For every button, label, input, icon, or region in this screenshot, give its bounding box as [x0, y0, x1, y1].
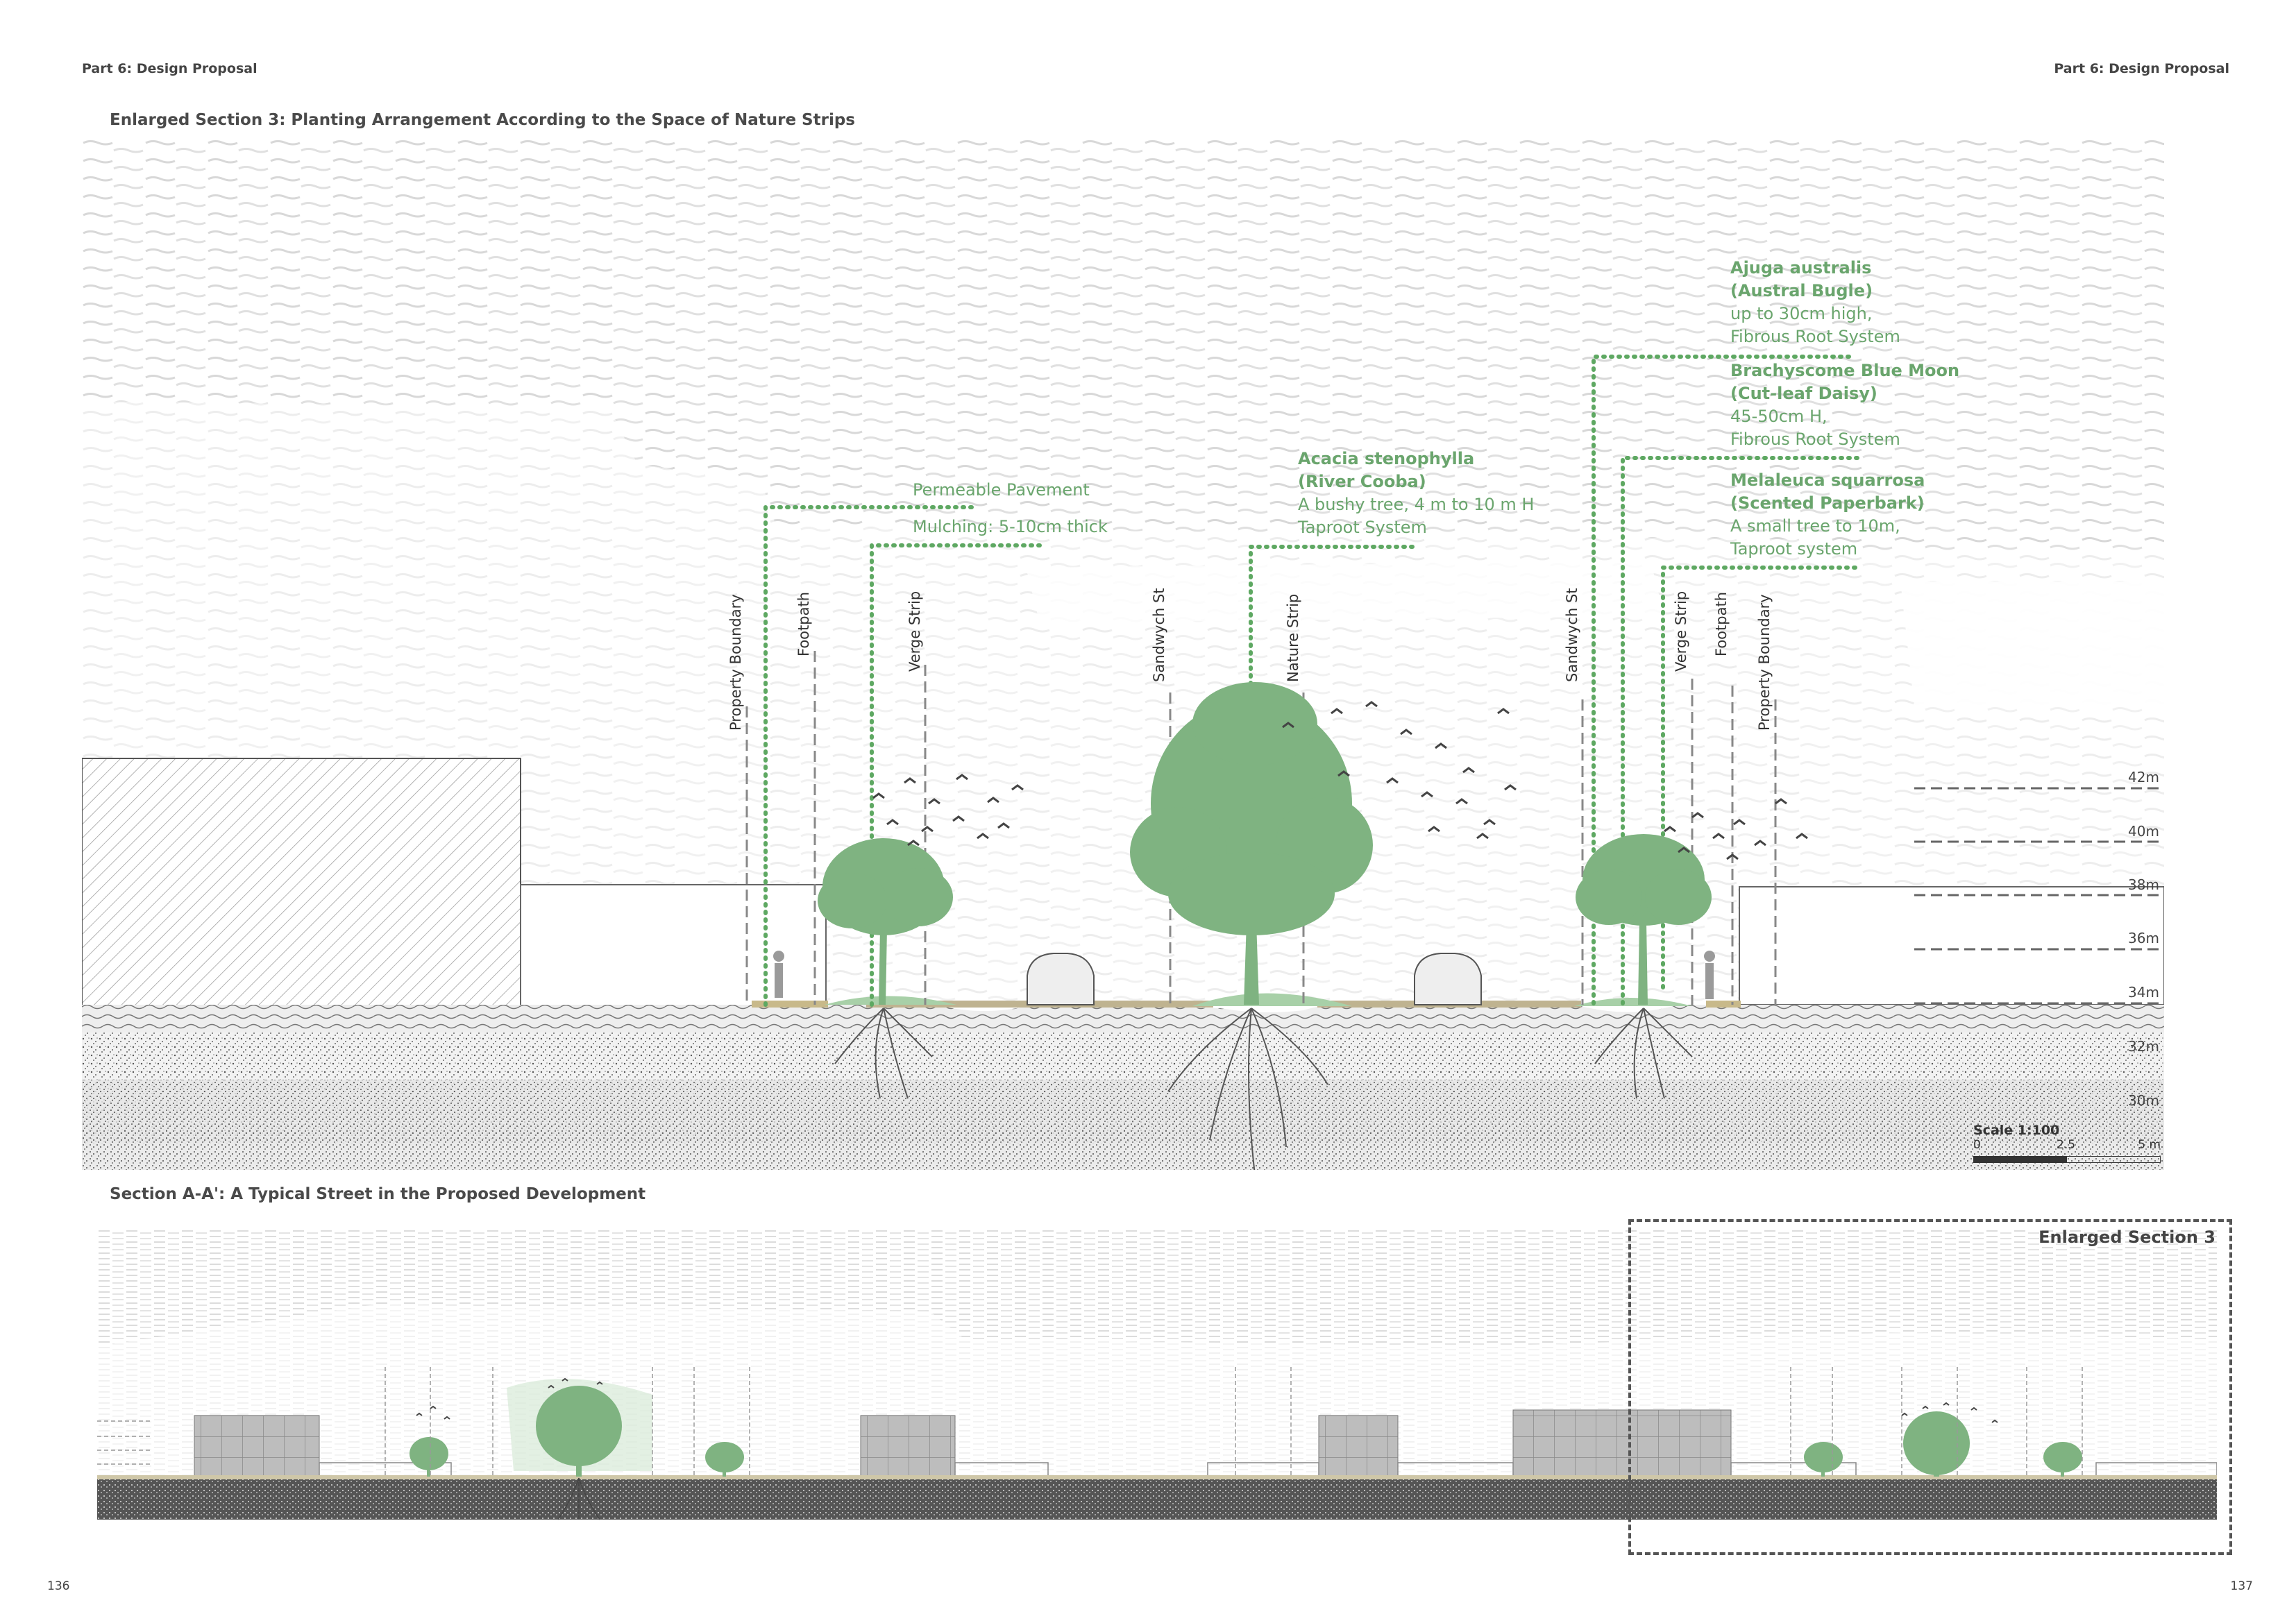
ajuga-annotation: Ajuga australis (Austral Bugle) up to 30…	[1730, 257, 1900, 348]
ajuga-name: Ajuga australis	[1730, 258, 1872, 278]
scale-tick: 0	[1973, 1138, 1981, 1152]
brachyscome-common: (Cut-leaf Daisy)	[1730, 384, 1877, 403]
acacia-name: Acacia stenophylla	[1298, 449, 1475, 468]
melaleuca-tree	[1576, 834, 1712, 1005]
zone-verge-strip-right: Verge Strip	[1673, 590, 1689, 672]
ajuga-common: (Austral Bugle)	[1730, 281, 1873, 300]
zone-sandwych-st-left: Sandwych St	[1151, 588, 1167, 682]
elevation-label: 42m	[2128, 769, 2159, 785]
brachyscome-annotation: Brachyscome Blue Moon (Cut-leaf Daisy) 4…	[1730, 359, 1959, 451]
melaleuca-annotation: Melaleuca squarrosa (Scented Paperbark) …	[1730, 469, 1925, 561]
page-number-right: 137	[2230, 1579, 2253, 1593]
scale-tick: 5 m	[2138, 1138, 2161, 1152]
melaleuca-desc2: Taproot system	[1730, 539, 1858, 559]
elevation-label: 40m	[2128, 823, 2159, 840]
zone-verge-strip-left: Verge Strip	[906, 590, 923, 672]
zone-nature-strip: Nature Strip	[1285, 593, 1301, 682]
ajuga-desc1: up to 30cm high,	[1730, 304, 1873, 323]
ajuga-desc2: Fibrous Root System	[1730, 327, 1900, 346]
enlarged-section-frame: Enlarged Section 3	[1628, 1219, 2232, 1555]
page-header-left: Part 6: Design Proposal	[82, 61, 258, 76]
elevation-label: 32m	[2128, 1038, 2159, 1055]
elevation-label: 38m	[2128, 876, 2159, 893]
acacia-annotation: Acacia stenophylla (River Cooba) A bushy…	[1298, 448, 1534, 539]
typical-section-title: Section A-A': A Typical Street in the Pr…	[110, 1185, 646, 1203]
scale-label: Scale 1:100	[1973, 1123, 2060, 1138]
zone-property-boundary-left: Property Boundary	[727, 594, 744, 731]
enlarged-section-svg	[82, 137, 2164, 1170]
page-number-left: 136	[47, 1579, 70, 1593]
enlarged-section-title: Enlarged Section 3: Planting Arrangement…	[110, 111, 855, 129]
elevation-label: 30m	[2128, 1092, 2159, 1109]
elevation-label: 34m	[2128, 984, 2159, 1001]
zone-footpath-left: Footpath	[795, 591, 812, 656]
acacia-tree	[1130, 682, 1373, 1005]
brachyscome-desc1: 45-50cm H,	[1730, 407, 1827, 426]
small-tree-left	[818, 838, 953, 1005]
typical-section-drawing	[97, 1228, 2217, 1540]
birds	[872, 701, 1808, 860]
melaleuca-desc1: A small tree to 10m,	[1730, 516, 1900, 536]
enlarged-section-label: Enlarged Section 3	[2038, 1227, 2215, 1247]
acacia-common: (River Cooba)	[1298, 472, 1426, 491]
scale-bar-graphic	[1973, 1156, 2161, 1163]
permeable-pavement-label: Permeable Pavement	[913, 480, 1090, 500]
zone-sandwych-st-right: Sandwych St	[1564, 588, 1580, 682]
acacia-desc1: A bushy tree, 4 m to 10 m H	[1298, 495, 1535, 514]
mulching-label: Mulching: 5-10cm thick	[913, 517, 1108, 536]
typical-section-svg	[97, 1228, 2217, 1520]
brachyscome-name: Brachyscome Blue Moon	[1730, 361, 1960, 380]
melaleuca-name: Melaleuca squarrosa	[1730, 470, 1925, 490]
scale-bar: Scale 1:100 0 2.5 5 m	[1973, 1123, 2161, 1163]
zone-property-boundary-right: Property Boundary	[1756, 594, 1773, 731]
page-header-right: Part 6: Design Proposal	[2054, 61, 2229, 76]
acacia-desc2: Taproot System	[1298, 518, 1427, 537]
melaleuca-common: (Scented Paperbark)	[1730, 493, 1925, 513]
enlarged-section-drawing: Permeable Pavement Mulching: 5-10cm thic…	[82, 137, 2164, 1170]
brachyscome-desc2: Fibrous Root System	[1730, 430, 1900, 449]
zone-footpath-right: Footpath	[1713, 591, 1730, 656]
scale-tick: 2.5	[2057, 1138, 2076, 1152]
elevation-label: 36m	[2128, 930, 2159, 946]
